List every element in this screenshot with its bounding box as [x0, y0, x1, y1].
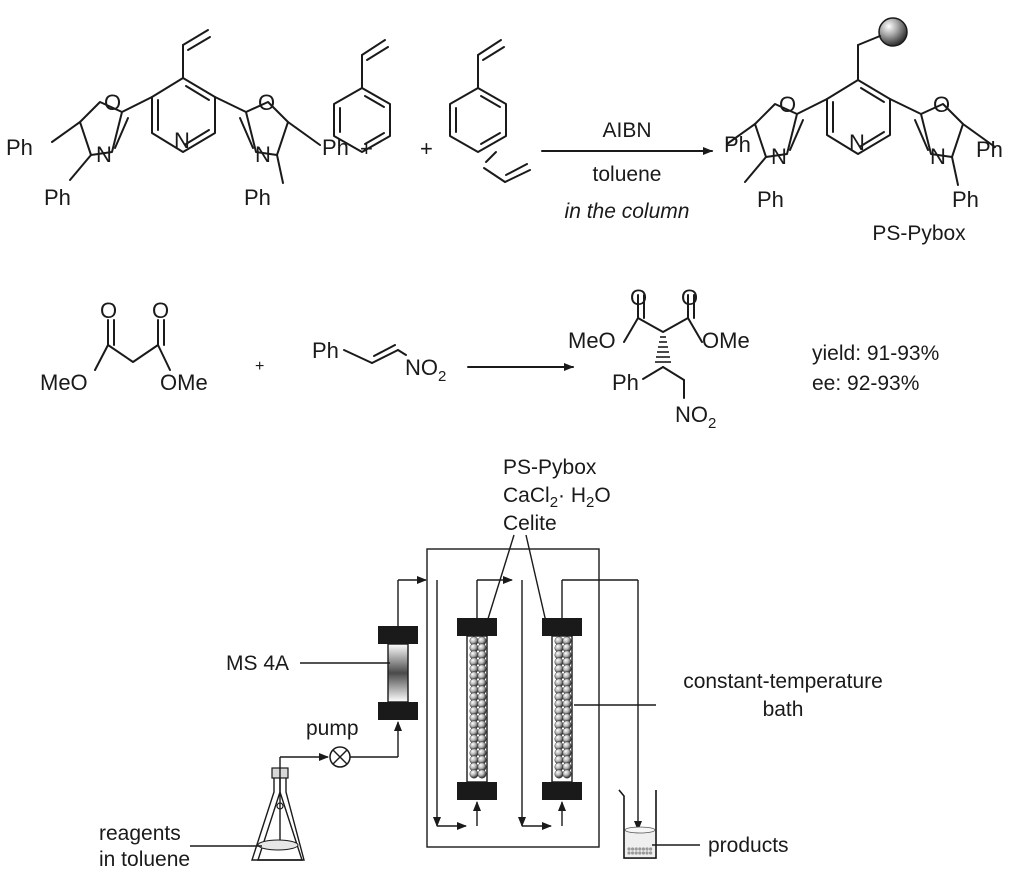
- pyridine-nitrogen-label: N: [849, 130, 865, 155]
- phenyl-label: Ph: [612, 370, 639, 395]
- polymer-bead-icon: [878, 17, 908, 47]
- styrene-structure: [333, 39, 391, 153]
- oxygen-label: O: [100, 298, 117, 323]
- nitrogen-label: N: [96, 142, 112, 167]
- bath-label: constant-temperature: [683, 670, 883, 693]
- phenyl-label: Ph: [44, 185, 71, 210]
- precipitate-dot: [645, 851, 649, 855]
- precipitate-dot: [627, 847, 631, 851]
- nitro-label: NO2: [675, 402, 716, 432]
- dimethyl-malonate-structure: O O MeO OMe: [40, 298, 208, 395]
- nitro-label: NO2: [405, 355, 446, 385]
- precipitate-dot: [641, 851, 646, 855]
- phenyl-label: Ph: [244, 185, 271, 210]
- precipitate-dot: [638, 847, 642, 851]
- packing-bead: [469, 769, 479, 779]
- oxygen-label: O: [104, 90, 121, 115]
- phenyl-label: Ph: [724, 132, 751, 157]
- packing-label: CaCl2· H2O: [503, 484, 611, 511]
- methoxy-label: OMe: [160, 370, 208, 395]
- oxygen-label: O: [152, 298, 169, 323]
- oxygen-label: O: [630, 285, 647, 310]
- methoxy-label: OMe: [702, 328, 750, 353]
- oxygen-label: O: [779, 92, 796, 117]
- phenyl-label: Ph: [757, 187, 784, 212]
- ms4a-label: MS 4A: [226, 652, 289, 675]
- nitrostyrene-structure: Ph NO2: [312, 338, 446, 385]
- precipitate-dot: [645, 847, 649, 851]
- product-name: PS-Pybox: [872, 222, 966, 245]
- bath-label: bath: [763, 698, 804, 721]
- precipitate-dot: [638, 851, 642, 855]
- precipitate-dot: [649, 847, 653, 851]
- precipitate-dot: [631, 847, 635, 851]
- nitrogen-label: N: [930, 144, 946, 169]
- constant-temperature-bath: [426, 548, 600, 848]
- phenyl-label: Ph: [6, 135, 33, 160]
- oxygen-label: O: [681, 285, 698, 310]
- packing-bead: [477, 769, 487, 779]
- ps-pybox-column-2: [542, 618, 582, 800]
- product-beaker: [618, 789, 657, 859]
- pybox-ligand-monomer: O N N O N Ph Ph Ph Ph: [6, 29, 349, 210]
- ps-pybox-product: O N N O N Ph Ph Ph Ph PS-Pybox: [724, 17, 1003, 245]
- reagent-label: AIBN: [602, 119, 651, 142]
- condition-label: in the column: [565, 200, 690, 223]
- precipitate-dot: [627, 851, 631, 855]
- flow-apparatus: PS-Pybox CaCl2· H2O Celite pump: [99, 456, 883, 871]
- phenyl-label: Ph: [312, 338, 339, 363]
- ps-pybox-column-1: [457, 618, 497, 800]
- nitrogen-label: N: [255, 142, 271, 167]
- methoxy-label: MeO: [40, 370, 88, 395]
- precipitate-dot: [641, 847, 646, 851]
- plus-sign: +: [420, 136, 433, 161]
- precipitate-dot: [631, 851, 635, 855]
- ee-label: ee: 92-93%: [812, 372, 919, 395]
- methoxy-label: MeO: [568, 328, 616, 353]
- solvent-label: toluene: [593, 163, 662, 186]
- michael-adduct-structure: O O MeO OMe Ph NO2: [568, 285, 750, 432]
- precipitate-dot: [649, 851, 653, 855]
- oxygen-label: O: [933, 92, 950, 117]
- phenyl-label: Ph: [952, 187, 979, 212]
- packing-bead: [562, 769, 572, 779]
- reservoir-label: in toluene: [99, 848, 190, 871]
- reservoir-label: reagents: [99, 822, 181, 845]
- divinylbenzene-structure: [449, 39, 531, 183]
- precipitate-dot: [634, 851, 638, 855]
- plus-sign: +: [255, 358, 264, 375]
- packing-label: PS-Pybox: [503, 456, 597, 479]
- oxygen-label: O: [258, 90, 275, 115]
- nitrogen-label: N: [771, 144, 787, 169]
- pyridine-nitrogen-label: N: [174, 128, 190, 153]
- precipitate-dot: [634, 847, 638, 851]
- ms4a-drying-column: [378, 626, 418, 720]
- yield-label: yield: 91-93%: [812, 342, 939, 365]
- pump-label: pump: [306, 717, 359, 740]
- packing-label: Celite: [503, 512, 557, 535]
- products-label: products: [708, 834, 789, 857]
- packing-bead: [554, 769, 564, 779]
- pump-icon: [329, 746, 351, 768]
- phenyl-label: Ph: [322, 135, 349, 160]
- phenyl-label: Ph: [976, 137, 1003, 162]
